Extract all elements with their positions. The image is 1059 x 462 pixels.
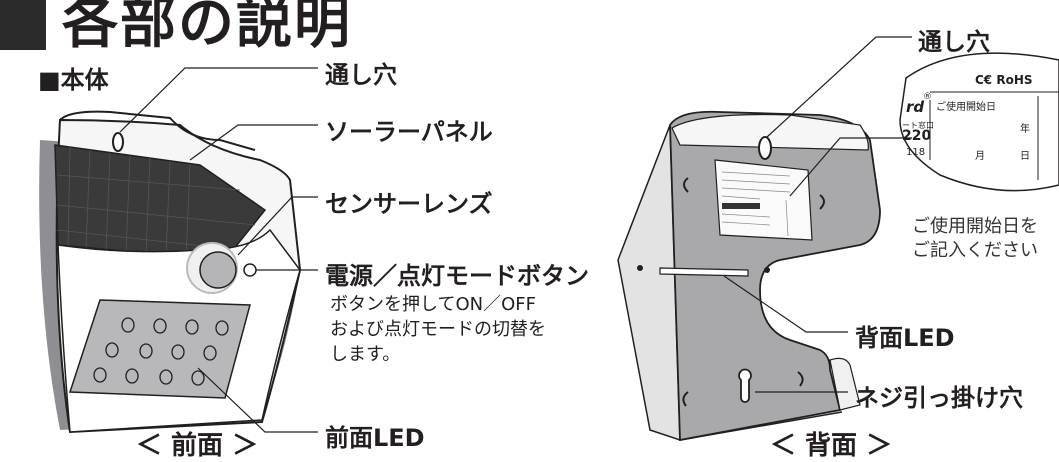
brand-text: rd (906, 98, 925, 116)
section-heading: ■本体 (38, 66, 109, 94)
label-zoom-illustration (899, 52, 1059, 192)
title-accent-bar (0, 0, 46, 50)
front-callout-hole: 通し穴 (325, 61, 397, 89)
day-field: 日 (1020, 151, 1030, 162)
year-field: 年 (1020, 124, 1030, 135)
front-callout-sensor-lens: センサーレンズ (325, 190, 493, 218)
front-device-illustration (39, 110, 302, 434)
start-date-note-line: ご記入ください (912, 240, 1038, 261)
button-description-line: および点灯モードの切替を (330, 319, 546, 340)
button-description-line: ボタンを押してON／OFF (330, 294, 536, 315)
front-callout-solar-panel: ソーラーパネル (325, 118, 493, 146)
front-callout-front-led: 前面LED (325, 424, 425, 452)
back-callout-lines (723, 36, 912, 393)
month-field: 月 (975, 151, 985, 162)
page-title: 各部の説明 (62, 0, 352, 56)
phone-number-fragment: 220 (902, 128, 932, 144)
front-callout-power-mode-button: 電源／点灯モードボタン (325, 262, 589, 290)
certification-marks: C€ RoHS (975, 73, 1033, 87)
button-description-line: します。 (330, 344, 401, 365)
support-line: ート窓口 (902, 121, 934, 130)
back-device-illustration (617, 110, 881, 442)
code-fragment: 118 (906, 147, 926, 158)
back-callout-hole: 通し穴 (918, 28, 990, 56)
registered-mark: ® (923, 92, 932, 102)
front-caption: ＜ 前面 ＞ (136, 431, 259, 461)
start-date-note-line: ご使用開始日を (912, 216, 1038, 237)
front-callout-lines (119, 67, 318, 433)
back-callout-screw-hole: ネジ引っ掛け穴 (855, 384, 1023, 412)
back-caption: ＜ 背面 ＞ (770, 431, 893, 461)
start-date-field-label: ご使用開始日 (936, 102, 996, 113)
button-description: ボタンを押してON／OFF および点灯モードの切替を します。 (330, 292, 600, 367)
back-callout-back-led: 背面LED (855, 324, 955, 352)
